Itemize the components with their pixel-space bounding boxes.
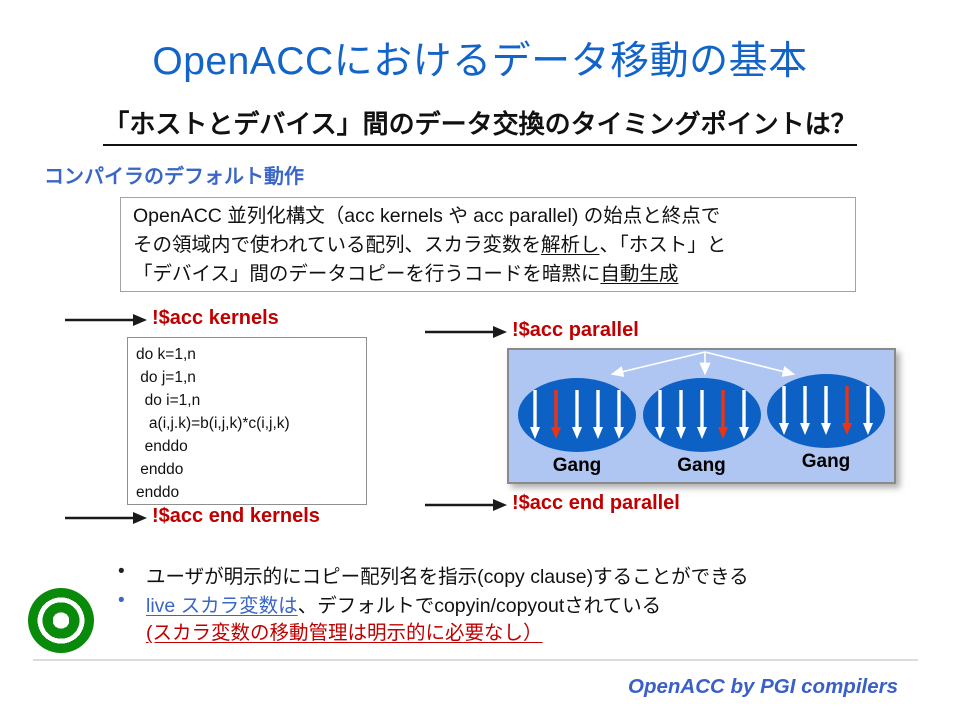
- info-line-3: 「デバイス」間のデータコピーを行うコードを暗黙に自動生成: [133, 263, 679, 285]
- live-scalar-link[interactable]: live スカラ変数は: [146, 595, 298, 617]
- worker-arrows-icon: [779, 386, 873, 435]
- directive-kernels-begin: !$acc kernels: [152, 307, 279, 329]
- gang-label: Gang: [552, 455, 602, 476]
- gang-ellipse: [642, 378, 761, 452]
- gang: Gang: [642, 378, 761, 477]
- worker-arrows-icon: [654, 390, 749, 439]
- gang: Gang: [518, 378, 636, 477]
- code-box: do k=1,n do j=1,n do i=1,n a(i,j.k)=b(i,…: [127, 337, 367, 505]
- arrow-right-icon: [424, 324, 508, 340]
- directive-kernels-end: !$acc end kernels: [152, 505, 320, 527]
- gang-list: Gang Gang Gang: [509, 374, 894, 477]
- parallel-gang-panel: Gang Gang Gang: [507, 348, 896, 484]
- arrow-right-icon: [64, 510, 148, 526]
- gang-ellipse: [767, 374, 885, 448]
- worker-arrows-icon: [530, 390, 624, 439]
- gang: Gang: [767, 374, 885, 477]
- fan-arrows-icon: [610, 351, 796, 378]
- gang-label: Gang: [801, 451, 851, 472]
- gang-ellipse: [518, 378, 636, 452]
- directive-parallel-begin: !$acc parallel: [512, 319, 639, 341]
- bullet-dot: •: [118, 561, 125, 582]
- footer-divider: [33, 659, 918, 661]
- compiler-default-info-box: OpenACC 並列化構文（acc kernels や acc parallel…: [120, 197, 856, 292]
- subtitle: 「ホストとデバイス」間のデータ交換のタイミングポイントは？: [103, 104, 857, 146]
- directive-parallel-end: !$acc end parallel: [512, 492, 680, 514]
- section-heading: コンパイラのデフォルト動作: [44, 166, 304, 188]
- bullet-item-2: live スカラ変数は、デフォルトでcopyin/copyoutされている: [146, 595, 662, 617]
- bullet-item-1: ユーザが明示的にコピー配列名を指示(copy clause)することができる: [146, 566, 749, 588]
- bullet-item-2-note: (スカラ変数の移動管理は明示的に必要なし）: [146, 622, 543, 644]
- footer-credit: OpenACC by PGI compilers: [628, 675, 898, 698]
- subtitle-wrap: 「ホストとデバイス」間のデータ交換のタイミングポイントは？: [0, 104, 960, 146]
- page-title: OpenACCにおけるデータ移動の基本: [152, 40, 808, 83]
- info-line-2: その領域内で使われている配列、スカラ変数を解析し、「ホスト」と: [133, 234, 727, 256]
- code-block: do k=1,n do j=1,n do i=1,n a(i,j.k)=b(i,…: [136, 346, 290, 501]
- arrow-right-icon: [424, 497, 508, 513]
- info-line-1: OpenACC 並列化構文（acc kernels や acc parallel…: [133, 205, 721, 227]
- bullet-dot: •: [118, 590, 125, 611]
- bullseye-icon: [28, 588, 94, 653]
- arrow-right-icon: [64, 312, 148, 328]
- gang-label: Gang: [677, 455, 726, 476]
